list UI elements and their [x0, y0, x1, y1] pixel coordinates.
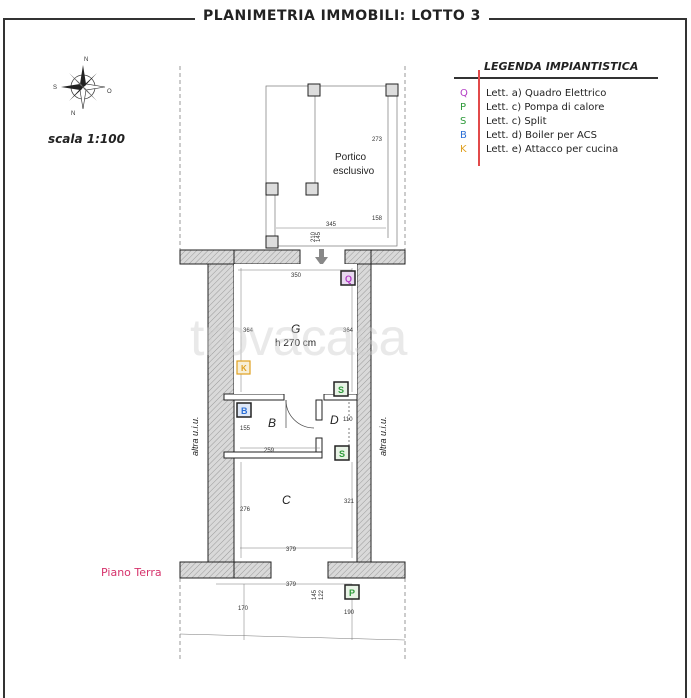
legend-red-rule	[478, 70, 480, 166]
legend-letter: S	[460, 115, 467, 127]
legend-text: Lett. e) Attacco per cucina	[486, 143, 619, 155]
dim-g-right: 364	[343, 328, 354, 334]
legend-text: Lett. c) Split	[486, 115, 547, 127]
svg-text:S: S	[338, 385, 344, 395]
legend-text: Lett. a) Quadro Elettrico	[486, 87, 607, 99]
dim-g-left: 364	[243, 328, 254, 334]
svg-text:S: S	[339, 449, 345, 459]
compass-n: N	[84, 57, 88, 63]
floor-plan: N S O N Portico esclusivo 345 273 158 14…	[53, 57, 406, 660]
dim-portico-side: 158	[372, 216, 383, 222]
dim-bottom-b: 122	[319, 589, 325, 600]
dim-entry-a: 145	[316, 231, 322, 242]
scale-label: scala 1:100	[48, 132, 125, 146]
dim-bottom-a: 145	[312, 589, 318, 600]
partitions	[223, 393, 358, 459]
legend-text: Lett. d) Boiler per ACS	[486, 129, 597, 141]
legend-item-s: S Lett. c) Split	[460, 114, 618, 128]
entry-arrow-icon	[315, 249, 328, 266]
dim-g-width: 350	[291, 273, 302, 279]
legend-divider	[454, 77, 658, 79]
legend-list: Q Lett. a) Quadro Elettrico P Lett. c) P…	[460, 86, 618, 156]
svg-text:K: K	[241, 364, 247, 373]
legend-text: Lett. c) Pompa di calore	[486, 101, 605, 113]
svg-text:B: B	[241, 406, 248, 416]
page-title: PLANIMETRIA IMMOBILI: LOTTO 3	[195, 8, 489, 24]
marker-s2: S	[334, 445, 350, 461]
legend-letter: Q	[460, 87, 468, 99]
svg-text:Q: Q	[345, 274, 352, 284]
dim-entry-b: 210	[311, 231, 317, 242]
room-g-label: G	[291, 322, 300, 336]
legend-item-b: B Lett. d) Boiler per ACS	[460, 128, 618, 142]
boundary-lines	[179, 66, 406, 660]
compass-e: O	[107, 89, 112, 95]
marker-p: P	[344, 584, 360, 600]
dim-bottom-w: 379	[286, 582, 297, 588]
svg-text:P: P	[349, 588, 355, 598]
walls	[179, 249, 406, 579]
left-neighbor-label: altra u.i.u.	[190, 416, 200, 456]
portico: Portico esclusivo 345 273 158 145 210	[265, 83, 399, 249]
room-d-label: D	[330, 413, 339, 427]
portico-sublabel: esclusivo	[333, 166, 375, 177]
legend-item-k: K Lett. e) Attacco per cucina	[460, 142, 618, 156]
legend-letter: B	[460, 129, 467, 141]
dim-c-w: 379	[286, 547, 297, 553]
dim-d-h: 110	[343, 417, 353, 423]
legend-letter: P	[460, 101, 467, 113]
marker-s1: S	[333, 381, 349, 397]
legend-title: LEGENDA IMPIANTISTICA	[484, 60, 639, 73]
doors	[285, 399, 350, 446]
marker-k: K	[236, 360, 251, 375]
compass-o: S	[53, 85, 57, 91]
marker-q: Q	[340, 270, 356, 286]
dim-bottom-right: 190	[344, 610, 355, 616]
room-g-height: h 270 cm	[275, 338, 316, 349]
marker-b: B	[236, 402, 252, 418]
legend: LEGENDA IMPIANTISTICA Q Lett. a) Quadro …	[454, 60, 660, 166]
right-neighbor-label: altra u.i.u.	[378, 416, 388, 456]
watermark: trovacasa	[190, 309, 407, 367]
compass-s: N	[71, 111, 75, 117]
dim-portico-w: 345	[326, 222, 337, 228]
compass-icon: N S O N	[53, 57, 112, 117]
legend-item-q: Q Lett. a) Quadro Elettrico	[460, 86, 618, 100]
room-b-label: B	[268, 416, 276, 430]
dim-portico-h: 273	[372, 137, 383, 143]
room-c-label: C	[282, 493, 291, 507]
portico-label: Portico	[335, 152, 367, 163]
room-interiors	[234, 264, 357, 394]
dim-c-left: 276	[240, 507, 251, 513]
dim-b-w: 259	[264, 448, 275, 454]
legend-letter: K	[460, 143, 467, 155]
dim-bottom-left: 170	[238, 606, 249, 612]
dim-b-h: 155	[240, 426, 251, 432]
legend-item-p: P Lett. c) Pompa di calore	[460, 100, 618, 114]
floor-label: Piano Terra	[101, 566, 162, 579]
dim-c-right: 321	[344, 499, 355, 505]
